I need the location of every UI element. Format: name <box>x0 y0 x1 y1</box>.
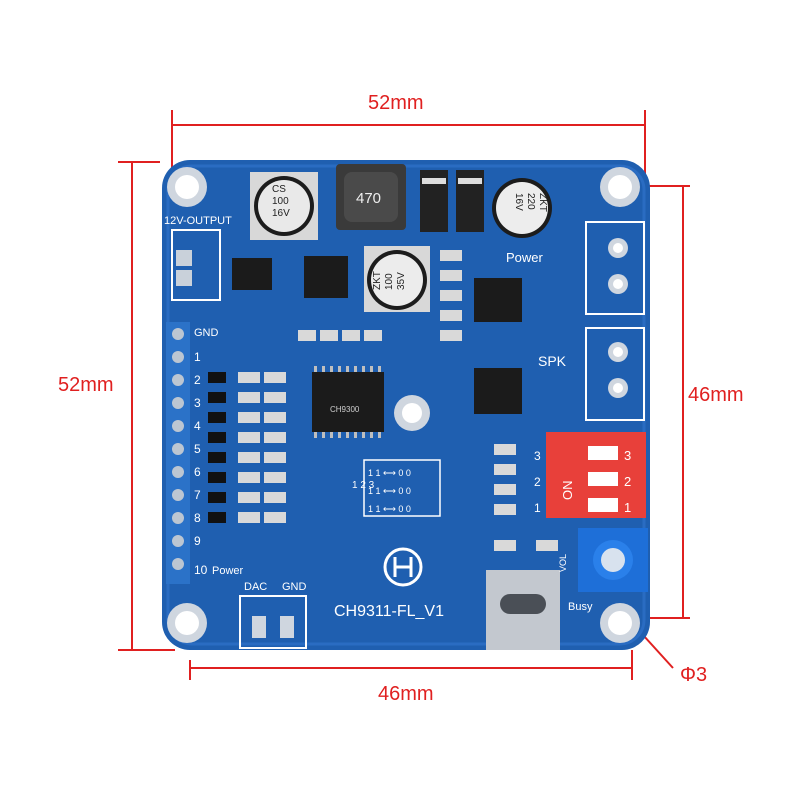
pin-label: 10 <box>194 563 208 577</box>
mounting-holes <box>167 167 640 643</box>
capacitor-zkt220 <box>492 178 552 238</box>
cap-marking: 16V <box>272 208 290 219</box>
inductor <box>336 164 406 230</box>
label-power-bottom: Power <box>212 565 244 577</box>
legend-row: 1 1 ⟷ 0 0 <box>368 486 411 496</box>
dip-legend <box>318 459 441 517</box>
pin-label: 7 <box>194 488 201 502</box>
dip-number: 2 <box>624 474 631 489</box>
capacitor-zkt100 <box>364 246 430 312</box>
label-12v-output: 12V-OUTPUT <box>164 215 232 227</box>
dimension-lines <box>118 110 690 680</box>
legend-row: 1 1 ⟷ 0 0 <box>368 504 411 514</box>
label-busy: Busy <box>568 601 593 613</box>
pin-header-left <box>166 322 190 584</box>
cap-marking: 220 <box>525 193 536 210</box>
dimension-left: 52mm <box>58 374 114 396</box>
ic-chip <box>474 278 522 322</box>
pin-label: 9 <box>194 534 201 548</box>
12v-output-pads <box>171 229 221 301</box>
main-chip <box>312 366 384 438</box>
pin-label: 2 <box>194 373 201 387</box>
dimension-hole: Φ3 <box>680 664 708 686</box>
cap-marking: 35V <box>396 272 407 290</box>
terminal-block-spk <box>585 327 645 421</box>
board-name: CH9311-FL_V1 <box>334 603 444 620</box>
legend-row: 1 1 ⟷ 0 0 <box>368 468 411 478</box>
pin-label: 4 <box>194 419 201 433</box>
ic-chip <box>304 256 348 298</box>
dimension-top: 52mm <box>368 92 424 114</box>
dip-number: 1 <box>534 501 541 515</box>
inductor-marking: 470 <box>356 190 381 207</box>
dip-switch <box>546 432 646 518</box>
dac-gnd-pads <box>239 595 307 649</box>
usb-c-connector <box>486 570 560 650</box>
label-dac: DAC <box>244 581 267 593</box>
dip-number: 2 <box>534 475 541 489</box>
dip-number: 3 <box>534 449 541 463</box>
resistor-bank <box>208 250 558 551</box>
pin-label: 8 <box>194 511 201 525</box>
dip-number: 3 <box>624 448 631 463</box>
regulator <box>232 258 272 290</box>
capacitor-cs100 <box>250 172 318 240</box>
cap-marking: 100 <box>272 196 289 207</box>
cap-marking: ZKT <box>537 193 548 212</box>
pcb-board <box>162 160 650 650</box>
pin-label: 1 <box>194 350 201 364</box>
label-on: ON <box>560 481 575 501</box>
label-vol: VOL <box>558 554 568 572</box>
ic-chip <box>474 368 522 414</box>
cap-marking: ZKT <box>372 271 383 290</box>
logo <box>383 547 423 587</box>
pin-label: 6 <box>194 465 201 479</box>
pin-label: 5 <box>194 442 201 456</box>
label-spk: SPK <box>538 353 567 369</box>
cap-marking: CS <box>272 184 286 195</box>
label-gnd-bottom: GND <box>282 581 307 593</box>
pin-label: 3 <box>194 396 201 410</box>
dimension-bottom: 46mm <box>378 683 434 705</box>
chip-marking: CH9300 <box>330 405 360 414</box>
dimension-right: 46mm <box>688 384 744 406</box>
legend-head: 1 2 3 <box>352 480 375 491</box>
terminal-block-power <box>585 221 645 315</box>
dip-number: 1 <box>624 500 631 515</box>
cap-marking: 100 <box>384 273 395 290</box>
volume-potentiometer <box>578 528 648 592</box>
cap-marking: 16V <box>513 193 524 211</box>
label-gnd: GND <box>194 327 219 339</box>
label-power-top: Power <box>506 250 544 265</box>
